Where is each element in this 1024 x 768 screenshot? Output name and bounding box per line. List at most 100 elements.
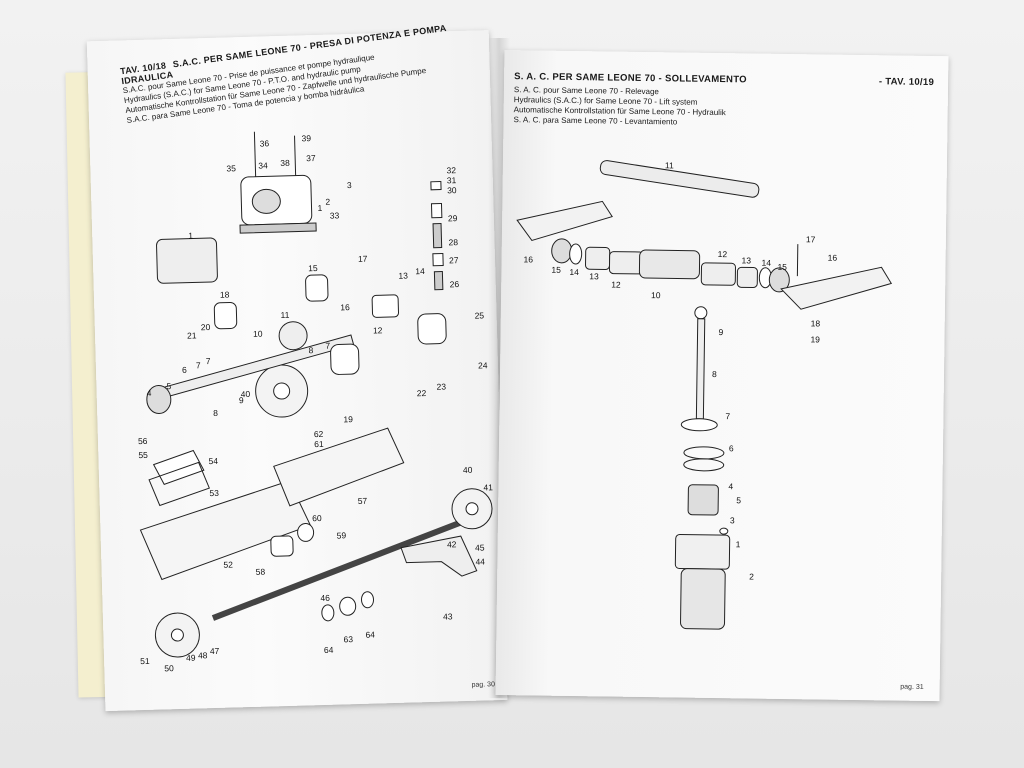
bearing-4 [146, 384, 172, 414]
bearing-59 [297, 522, 315, 542]
cover-54 [152, 449, 205, 485]
left-label-18: 18 [220, 289, 230, 299]
left-label-25: 25 [474, 310, 484, 320]
right-page: S. A. C. PER SAME LEONE 70 - SOLLEVAMENT… [495, 50, 949, 702]
left-label-26: 26 [450, 279, 460, 289]
right-label-16b: 16 [828, 253, 838, 263]
left-label-13: 13 [398, 270, 408, 280]
right-label-14b: 14 [761, 258, 771, 268]
rod-ball [694, 306, 708, 320]
right-diagram-shapes [516, 160, 893, 630]
left-label-1b: 1 [188, 230, 193, 240]
part-30 [430, 203, 443, 219]
lift-shaft-11 [599, 160, 760, 198]
left-label-4: 4 [147, 388, 152, 398]
left-label-64b: 64 [365, 630, 375, 640]
right-label-9: 9 [719, 327, 724, 337]
gear-40-lower-hub [465, 502, 479, 516]
left-page: TAV. 10/18 S.A.C. PER SAME LEONE 70 - PR… [86, 23, 508, 712]
left-label-17: 17 [358, 254, 368, 264]
left-label-43: 43 [443, 611, 453, 621]
left-label-42: 42 [447, 539, 457, 549]
left-label-45: 45 [475, 542, 485, 552]
left-label-5: 5 [166, 381, 171, 391]
right-label-11: 11 [665, 160, 674, 170]
left-label-10: 10 [253, 329, 263, 339]
left-label-58: 58 [256, 567, 266, 577]
bush-15-right [768, 267, 790, 293]
seal-3 [719, 527, 729, 535]
valve-body [156, 237, 218, 284]
gear-11 [278, 321, 308, 351]
pto-shaft-46 [211, 516, 472, 621]
left-label-23: 23 [436, 381, 446, 391]
left-label-31: 31 [447, 175, 457, 185]
left-label-48: 48 [198, 650, 208, 660]
left-label-33: 33 [330, 210, 340, 220]
left-label-61: 61 [314, 439, 324, 449]
spring-29 [432, 223, 443, 249]
fork-58 [270, 535, 294, 557]
left-label-39: 39 [301, 133, 311, 143]
left-label-1: 1 [317, 203, 322, 213]
sleeve-12-right [700, 262, 736, 286]
right-label-4: 4 [728, 481, 733, 491]
left-label-60: 60 [312, 513, 322, 523]
sleeve-12-left [608, 251, 645, 275]
left-label-19: 19 [343, 414, 353, 424]
right-label-7: 7 [725, 411, 730, 421]
cylinder-head-1 [674, 534, 731, 570]
left-label-52: 52 [223, 559, 233, 569]
left-label-55: 55 [138, 450, 148, 460]
left-label-46: 46 [320, 593, 330, 603]
lever-43 [400, 535, 478, 577]
left-label-41: 41 [483, 482, 493, 492]
washer-7 [680, 418, 718, 432]
pump-gasket [239, 222, 317, 234]
right-label-2: 2 [749, 571, 754, 581]
right-label-17: 17 [806, 234, 816, 244]
bush-15-left [551, 238, 573, 264]
left-label-28: 28 [448, 237, 458, 247]
left-label-9: 9 [239, 395, 244, 405]
left-label-8a: 8 [213, 408, 218, 418]
bearing-63 [339, 596, 357, 616]
ring-14-left [569, 243, 583, 265]
right-label-18: 18 [811, 318, 821, 328]
piston-4 [687, 484, 719, 516]
left-label-38: 38 [280, 158, 290, 168]
right-label-5: 5 [736, 495, 741, 505]
left-label-54: 54 [208, 456, 218, 466]
left-label-63: 63 [343, 634, 353, 644]
left-label-29: 29 [448, 213, 458, 223]
spring-27 [433, 271, 444, 291]
left-label-14: 14 [415, 266, 425, 276]
plate-57 [273, 427, 405, 507]
right-label-13b: 13 [742, 255, 752, 265]
bracket-19 [330, 343, 360, 375]
left-label-7b: 7 [206, 356, 211, 366]
left-label-27: 27 [449, 255, 459, 265]
left-label-59: 59 [337, 530, 347, 540]
bracket-23 [417, 313, 447, 345]
right-label-16a: 16 [524, 254, 534, 264]
left-label-40a: 40 [241, 389, 251, 399]
cylinder-body-1 [680, 568, 726, 630]
bracket-18 [213, 301, 238, 330]
right-label-3: 3 [730, 515, 735, 525]
pump-bolt-39 [294, 135, 297, 176]
lift-arm-16-right [780, 266, 893, 310]
left-label-51: 51 [140, 656, 150, 666]
left-label-34: 34 [258, 160, 268, 170]
right-label-15a: 15 [551, 265, 561, 275]
part-28 [432, 252, 444, 267]
left-label-6: 6 [182, 365, 187, 375]
right-label-13a: 13 [589, 271, 599, 281]
right-label-15b: 15 [777, 262, 787, 272]
right-label-14a: 14 [569, 267, 579, 277]
left-label-56: 56 [138, 436, 148, 446]
gasket-53 [148, 461, 210, 507]
left-label-12: 12 [373, 325, 383, 335]
bracket-15 [305, 274, 329, 302]
